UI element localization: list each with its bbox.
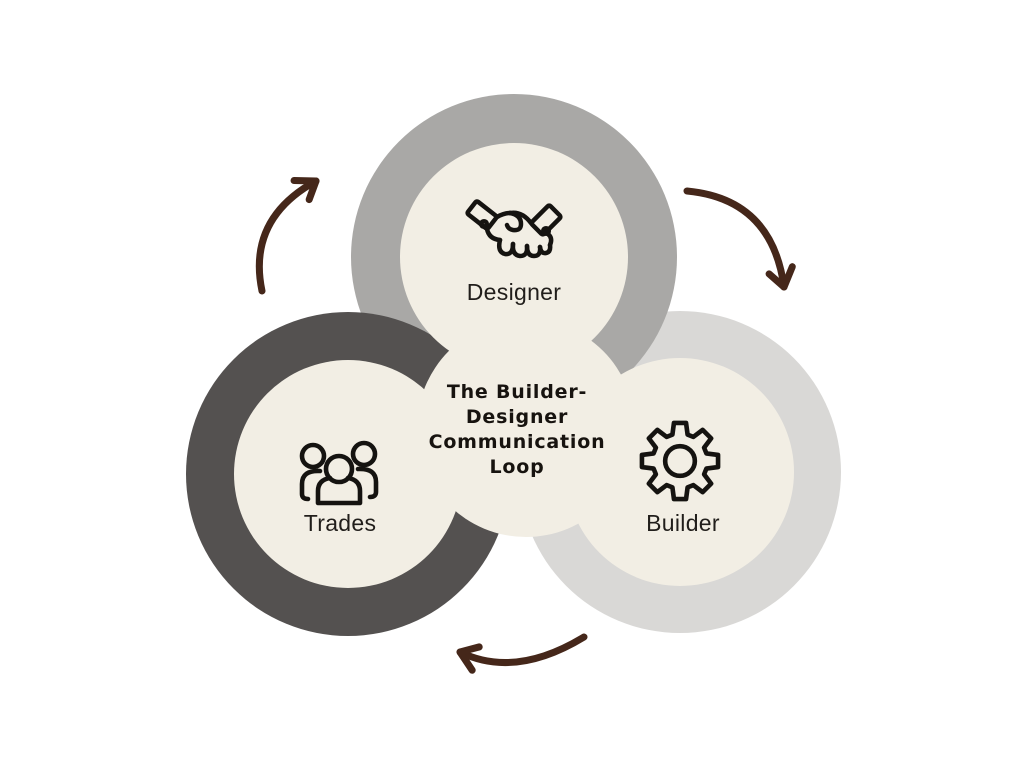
people-front-head <box>323 453 355 485</box>
title-line-2: Designer <box>465 406 569 428</box>
people-back-left-body <box>299 468 323 502</box>
handshake-left-cuff <box>465 199 499 231</box>
title-line-3: Communication <box>428 431 606 453</box>
people-back-right-head <box>350 440 378 468</box>
arrow-trades-to-designer <box>255 177 320 295</box>
arrow-builder-to-trades <box>456 633 588 674</box>
center-fill-circle <box>417 319 635 537</box>
handshake-thumb <box>504 210 524 233</box>
people-icon <box>299 440 379 506</box>
designer-inner-circle <box>400 143 628 371</box>
handshake-finger-4 <box>537 242 553 256</box>
diagram-title: The Builder- Designer Communication Loop <box>377 380 657 480</box>
handshake-left-button <box>478 218 490 230</box>
loop-arrows <box>255 177 796 674</box>
people-front-body <box>315 475 363 506</box>
builder-label: Builder <box>646 510 720 536</box>
trades-inner-circle <box>234 360 462 588</box>
trades-label: Trades <box>303 510 377 536</box>
designer-label: Designer <box>466 279 562 305</box>
gear-teeth-outline <box>639 420 721 502</box>
people-back-right-body <box>355 466 379 500</box>
title-line-4: Loop <box>489 456 545 478</box>
handshake-icon <box>465 199 563 259</box>
gear-icon <box>639 420 721 502</box>
people-back-left-head <box>299 442 327 470</box>
title-line-1: The Builder- <box>446 381 588 403</box>
arrow-designer-to-builder <box>683 187 796 291</box>
handshake-right-cuff <box>529 203 563 237</box>
gear-center-hole <box>662 443 698 479</box>
inner-fill-blob <box>234 143 794 588</box>
handshake-right-hand-edge <box>545 231 554 248</box>
